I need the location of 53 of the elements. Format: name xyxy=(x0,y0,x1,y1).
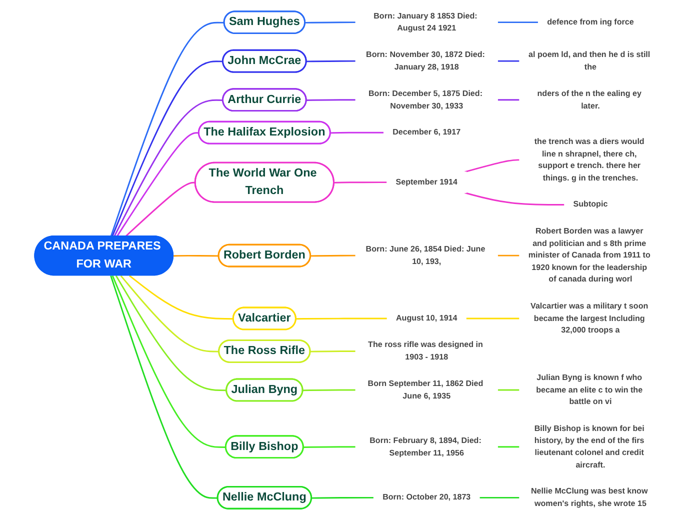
connector xyxy=(302,389,356,392)
connector xyxy=(498,446,520,448)
node-text: Born: December 5, 1875 Died: November 30, 1933 xyxy=(368,89,483,110)
node-text: Born: October 20, 1873 xyxy=(382,493,471,502)
connector xyxy=(116,132,200,237)
node-text: al poem ld, and then he d is still the xyxy=(528,50,650,72)
connector xyxy=(174,254,219,257)
connector xyxy=(498,254,520,256)
node-text: defence from ing force xyxy=(547,18,634,27)
connector xyxy=(498,389,520,391)
connector xyxy=(112,275,226,448)
connector xyxy=(464,192,564,206)
node-text: Nellie McClung was best know women's rights, she wrote 15 xyxy=(531,487,648,508)
connector xyxy=(115,275,227,392)
node-text: the trench was a diers would line n shrapnel, there ch, support e trench. there her things. g in the trenches. xyxy=(534,137,644,182)
connector xyxy=(310,350,356,352)
node-text: Robert Borden was a lawyer and politician and s 8th prime minister of Canada from 1911 to 1920 known for the leadership of canada during worl xyxy=(528,226,650,284)
connector xyxy=(110,22,224,236)
node-text: Subtopic xyxy=(573,200,608,209)
connector xyxy=(330,132,384,134)
node-text: The ross rifle was designed in 1903 - 1918 xyxy=(368,340,483,362)
connector xyxy=(125,182,196,237)
connector xyxy=(128,275,234,320)
connector xyxy=(304,446,356,448)
connector xyxy=(114,99,224,237)
connector xyxy=(334,182,387,184)
node-text: Born September 11, 1862 Died June 6, 1935 xyxy=(368,379,484,400)
connector xyxy=(296,318,388,320)
node-text: Born: November 30, 1872 Died: January 28, 1918 xyxy=(366,50,485,72)
node-text: August 10, 1914 xyxy=(396,314,458,323)
connector xyxy=(120,275,220,352)
node-text: December 6, 1917 xyxy=(392,128,461,137)
connector xyxy=(498,99,520,101)
connector xyxy=(312,496,374,499)
connector xyxy=(306,99,356,101)
node-text: September 1914 xyxy=(396,178,458,187)
connector xyxy=(110,275,218,499)
node-text: nders of the n the ealing ey later. xyxy=(537,89,642,110)
connector xyxy=(464,159,520,173)
connector xyxy=(498,60,520,62)
connector xyxy=(305,22,356,24)
node-text: Born: February 8, 1894, Died: September 11, 1956 xyxy=(370,436,482,458)
connector xyxy=(498,22,538,24)
connector xyxy=(466,318,520,320)
connector xyxy=(310,254,356,257)
connector xyxy=(479,496,520,498)
node-text: Born: June 26, 1854 Died: June 10, 193, xyxy=(366,244,486,266)
node-text: Billy Bishop is known for bei history, by the end of the firs lieutenant colonel and credit aircraft. xyxy=(534,424,644,470)
connector xyxy=(112,60,224,236)
connector xyxy=(306,60,356,62)
node-text: Valcartier was a military t soon became the largest Including 32,000 troops a xyxy=(530,302,648,335)
node-text: Born: January 8 1853 Died: August 24 1921 xyxy=(374,12,478,33)
node-text: Julian Byng is known f who became an elite c to win the battle on vi xyxy=(536,373,643,406)
